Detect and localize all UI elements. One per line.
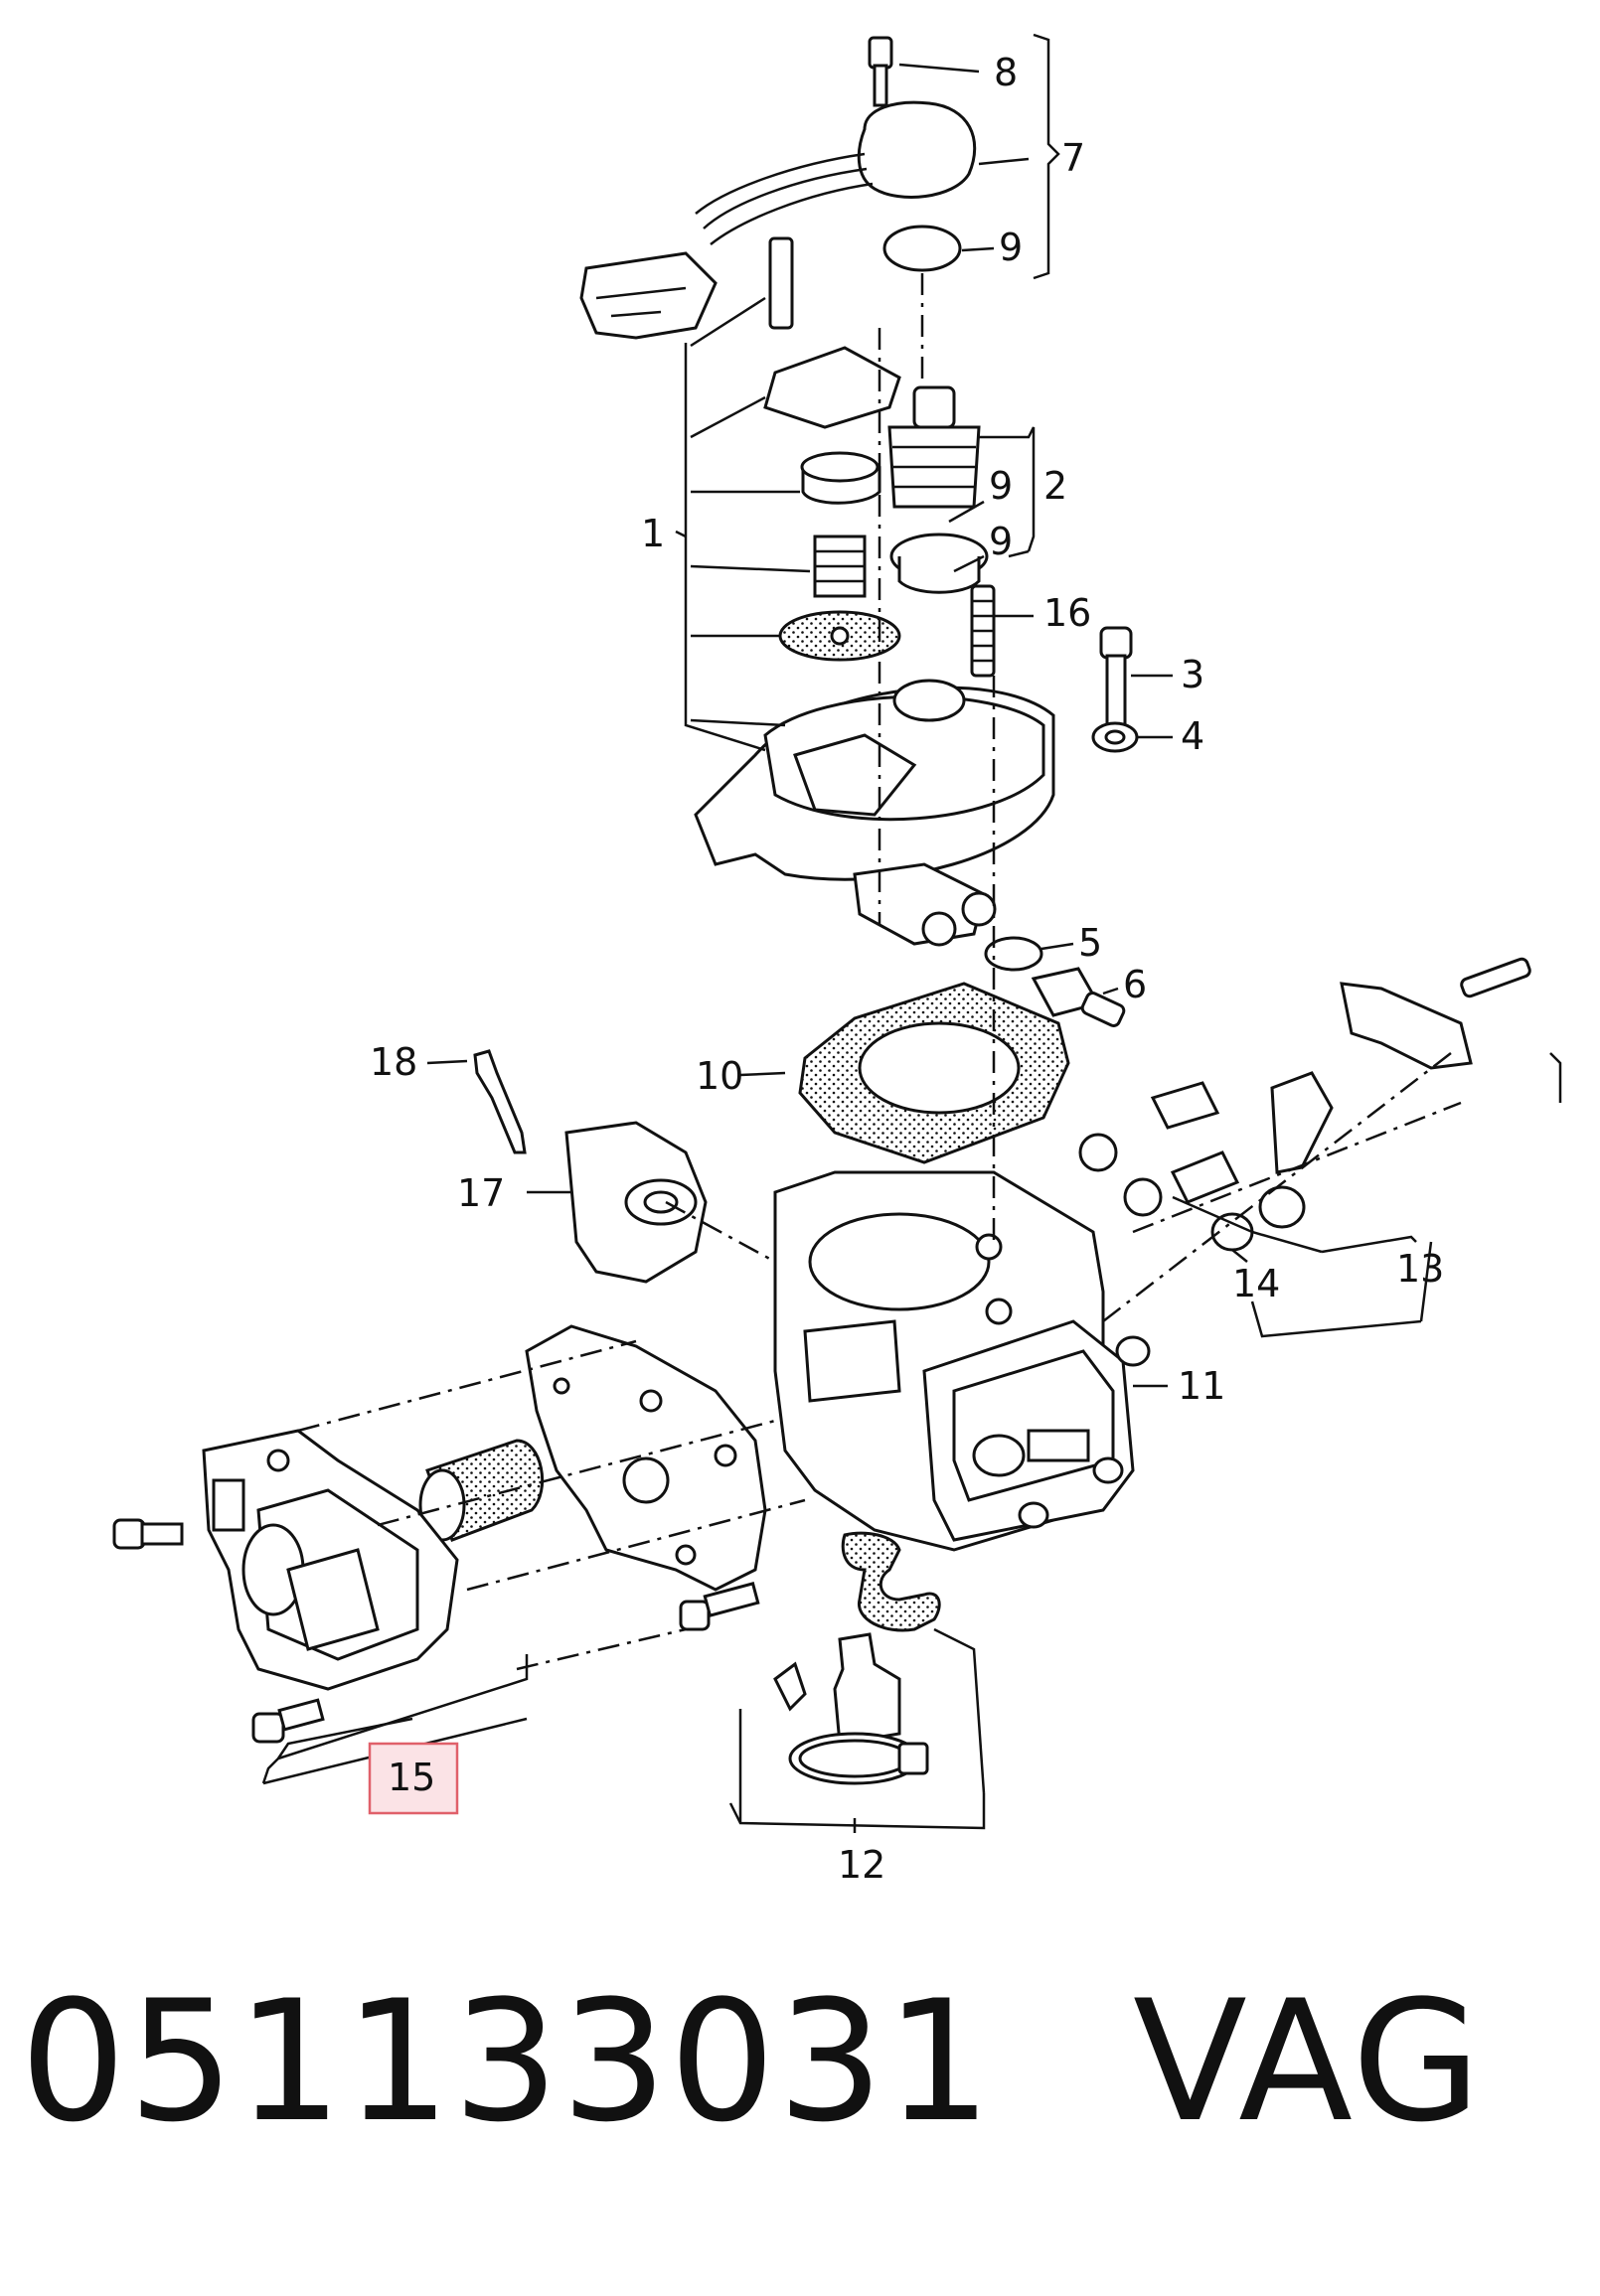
callout-16: 16 xyxy=(1043,591,1091,635)
throttle-body xyxy=(773,1170,1151,1552)
callout-10: 10 xyxy=(696,1054,743,1098)
clip-18 xyxy=(473,1049,527,1154)
brand-name: VAG xyxy=(1132,1964,1484,2159)
fitting-6 xyxy=(1031,967,1126,1027)
leader-lines xyxy=(261,33,1562,1833)
callout-15-highlight[interactable]: 15 xyxy=(368,1742,459,1815)
callout-17: 17 xyxy=(457,1171,505,1215)
part-caption: 051133031 VAG xyxy=(20,1962,1570,2161)
callout-15: 15 xyxy=(388,1756,435,1799)
idle-air-parts-13 xyxy=(1078,957,1531,1252)
callout-5: 5 xyxy=(1078,921,1102,965)
upper-housing xyxy=(694,679,1055,947)
callout-13: 13 xyxy=(1396,1247,1444,1291)
screw-left-top xyxy=(112,1518,184,1550)
callout-8: 8 xyxy=(994,51,1018,94)
bracket-17 xyxy=(564,1121,708,1284)
callout-4: 4 xyxy=(1181,714,1204,758)
throttle-actuator-15 xyxy=(202,1429,459,1691)
screw-3 xyxy=(1099,626,1133,727)
intermediate-plate xyxy=(525,1324,767,1592)
washer-4 xyxy=(1091,721,1139,753)
stud-16 xyxy=(970,584,996,678)
gasket-10 xyxy=(798,982,1070,1164)
callout-3: 3 xyxy=(1181,653,1204,696)
pressure-regulator-parts xyxy=(763,236,901,662)
callout-2: 2 xyxy=(1043,464,1067,508)
callout-14: 14 xyxy=(1232,1262,1280,1305)
callout-9-lower: 9 xyxy=(989,520,1013,563)
hose-clamp-group-12 xyxy=(773,1531,941,1785)
o-ring-seal-top xyxy=(882,225,962,272)
callout-18: 18 xyxy=(370,1040,417,1084)
callout-6: 6 xyxy=(1123,963,1147,1006)
callout-7: 7 xyxy=(1061,136,1085,180)
screw-middle xyxy=(679,1582,760,1631)
callout-11: 11 xyxy=(1178,1364,1225,1408)
exploded-parts-diagram: 8 7 9 2 9 9 1 16 3 4 5 6 10 18 17 11 14 … xyxy=(112,33,1562,1887)
callout-9-middle: 9 xyxy=(989,464,1013,508)
part-number: 051133031 xyxy=(20,1964,994,2159)
idle-switch-sensor xyxy=(579,36,977,340)
screw-left-bottom xyxy=(251,1698,325,1744)
callout-9-top: 9 xyxy=(999,226,1023,269)
foam-insert xyxy=(418,1439,545,1542)
callout-1: 1 xyxy=(641,512,665,555)
alignment-lines xyxy=(297,273,1462,1671)
o-ring-5 xyxy=(984,936,1043,972)
callout-12: 12 xyxy=(838,1843,885,1887)
callout-labels: 8 7 9 2 9 9 1 16 3 4 5 6 10 18 17 11 14 … xyxy=(370,51,1444,1887)
